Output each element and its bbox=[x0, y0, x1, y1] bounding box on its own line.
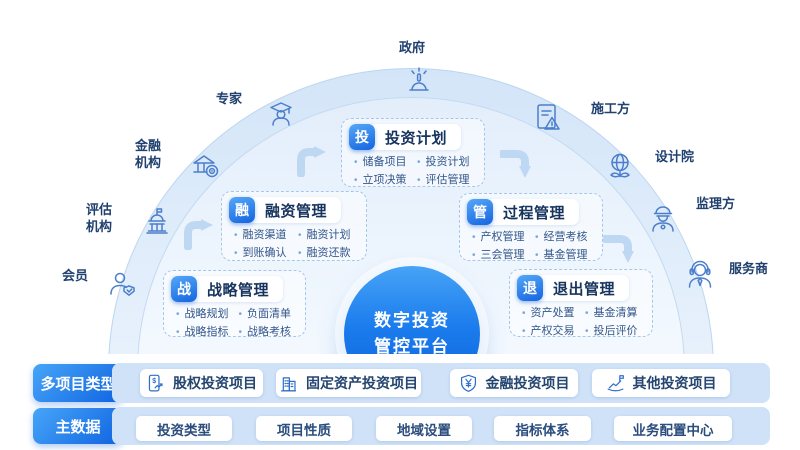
pill-indicator-system: 指标体系 bbox=[494, 416, 591, 441]
module-items: 储备项目 投资计划 立项决策 评估管理 bbox=[349, 155, 477, 188]
document-warning-icon bbox=[533, 102, 565, 134]
buildings-icon bbox=[280, 376, 297, 391]
module-item: 到账确认 bbox=[231, 246, 295, 261]
module-card-exit: 退 退出管理 资产处置 基金清算 产权交易 投后评价 bbox=[509, 269, 653, 337]
module-header: 管 过程管理 bbox=[467, 199, 580, 225]
module-item: 融资渠道 bbox=[231, 228, 295, 243]
row-label-master-data: 主数据 bbox=[33, 408, 123, 444]
module-item: 投资计划 bbox=[414, 155, 477, 170]
module-item: 投后评价 bbox=[582, 324, 645, 339]
platform-title-line1: 数字投资 bbox=[374, 310, 450, 330]
role-label-constructor: 施工方 bbox=[591, 101, 631, 116]
module-item: 资产处置 bbox=[519, 306, 582, 321]
module-title: 融资管理 bbox=[265, 202, 328, 220]
module-item: 立项决策 bbox=[351, 173, 414, 188]
pill-text: 其他投资项目 bbox=[632, 375, 717, 391]
module-item: 产权管理 bbox=[469, 230, 532, 245]
pill-investment-type: 投资类型 bbox=[136, 416, 232, 441]
headset-icon bbox=[683, 259, 717, 293]
pill-text: 指标体系 bbox=[515, 422, 570, 438]
chart-up-icon bbox=[607, 374, 624, 391]
module-title: 投资计划 bbox=[385, 129, 448, 147]
module-card-investment-plan: 投 投资计划 储备项目 投资计划 立项决策 评估管理 bbox=[341, 118, 485, 187]
module-item: 储备项目 bbox=[351, 155, 414, 170]
globe-leaves-icon bbox=[604, 151, 636, 183]
module-items: 资产处置 基金清算 产权交易 投后评价 bbox=[517, 306, 645, 339]
row-label-project-types: 多项目类型 bbox=[33, 364, 123, 402]
role-label-member: 会员 bbox=[62, 268, 89, 283]
pill-fixed-asset-project: 固定资产投资项目 bbox=[276, 369, 421, 397]
role-label-expert: 专家 bbox=[216, 91, 243, 106]
module-badge: 战 bbox=[171, 276, 197, 302]
module-items: 战略规划 负面清单 战略指标 战略考核 bbox=[171, 307, 298, 340]
flow-arrow-up-right-icon bbox=[296, 145, 330, 182]
module-badge: 退 bbox=[517, 275, 543, 301]
pill-other-project: 其他投资项目 bbox=[592, 369, 730, 397]
module-card-process: 管 过程管理 产权管理 经营考核 三会管理 基金管理 bbox=[459, 193, 603, 261]
flow-arrow-right-down-icon bbox=[498, 149, 534, 186]
module-badge: 管 bbox=[467, 199, 493, 225]
module-item: 产权交易 bbox=[519, 324, 582, 339]
module-header: 投 投资计划 bbox=[349, 124, 462, 150]
module-item: 三会管理 bbox=[469, 248, 532, 263]
module-item: 经营考核 bbox=[532, 230, 595, 245]
module-card-strategy: 战 战略管理 战略规划 负面清单 战略指标 战略考核 bbox=[163, 270, 306, 340]
module-badge: 投 bbox=[349, 124, 375, 150]
module-item: 战略规划 bbox=[173, 307, 236, 322]
pill-text: 固定资产投资项目 bbox=[306, 375, 418, 391]
module-item: 基金管理 bbox=[532, 248, 595, 263]
module-title: 过程管理 bbox=[503, 204, 566, 222]
pill-business-config-center: 业务配置中心 bbox=[614, 416, 732, 441]
module-item: 战略考核 bbox=[236, 325, 299, 340]
module-item: 融资还款 bbox=[295, 246, 359, 261]
module-item: 负面清单 bbox=[236, 307, 299, 322]
role-label-finance-org: 金融机构 bbox=[134, 138, 161, 170]
pill-equity-project: $ 股权投资项目 bbox=[140, 369, 263, 397]
module-item: 融资计划 bbox=[295, 228, 359, 243]
role-label-eval-org: 评估机构 bbox=[85, 202, 112, 234]
module-header: 退 退出管理 bbox=[517, 275, 630, 301]
flow-arrow-up-right-icon bbox=[183, 218, 217, 255]
role-label-government: 政府 bbox=[399, 40, 426, 55]
shield-yuan-icon bbox=[460, 374, 476, 392]
module-badge: 融 bbox=[229, 197, 255, 223]
phone-equity-icon: $ bbox=[148, 374, 163, 391]
role-label-service: 服务商 bbox=[729, 261, 769, 276]
module-title: 退出管理 bbox=[553, 280, 616, 298]
pill-text: 金融投资项目 bbox=[485, 375, 570, 391]
graduate-icon bbox=[265, 98, 297, 130]
pill-text: 地域设置 bbox=[397, 422, 451, 438]
pill-text: 投资类型 bbox=[157, 422, 211, 438]
pill-text: 业务配置中心 bbox=[632, 422, 714, 438]
officer-icon bbox=[646, 203, 680, 237]
role-label-design: 设计院 bbox=[655, 149, 695, 164]
module-item: 基金清算 bbox=[582, 306, 645, 321]
pill-text: 股权投资项目 bbox=[173, 375, 257, 391]
pill-financial-project: 金融投资项目 bbox=[450, 369, 578, 397]
module-items: 产权管理 经营考核 三会管理 基金管理 bbox=[467, 230, 595, 263]
module-items: 融资渠道 融资计划 到账确认 融资还款 bbox=[229, 228, 359, 261]
svg-text:$: $ bbox=[152, 378, 156, 385]
module-header: 战 战略管理 bbox=[171, 276, 284, 302]
pill-region-setting: 地域设置 bbox=[376, 416, 472, 441]
beacon-icon bbox=[403, 64, 435, 96]
module-item: 评估管理 bbox=[414, 173, 477, 188]
platform-title-line2: 管控平台 bbox=[374, 337, 450, 354]
member-icon bbox=[106, 267, 140, 301]
role-label-supervisor: 监理方 bbox=[696, 196, 736, 211]
pill-text: 项目性质 bbox=[277, 422, 331, 438]
bank-icon bbox=[189, 150, 221, 182]
module-card-financing: 融 融资管理 融资渠道 融资计划 到账确认 融资还款 bbox=[221, 191, 367, 261]
module-item: 战略指标 bbox=[173, 325, 236, 340]
flow-arrow-right-down-icon bbox=[601, 234, 637, 271]
pill-project-nature: 项目性质 bbox=[256, 416, 352, 441]
capitol-icon bbox=[140, 206, 174, 240]
module-header: 融 融资管理 bbox=[229, 197, 342, 223]
module-title: 战略管理 bbox=[207, 281, 270, 299]
